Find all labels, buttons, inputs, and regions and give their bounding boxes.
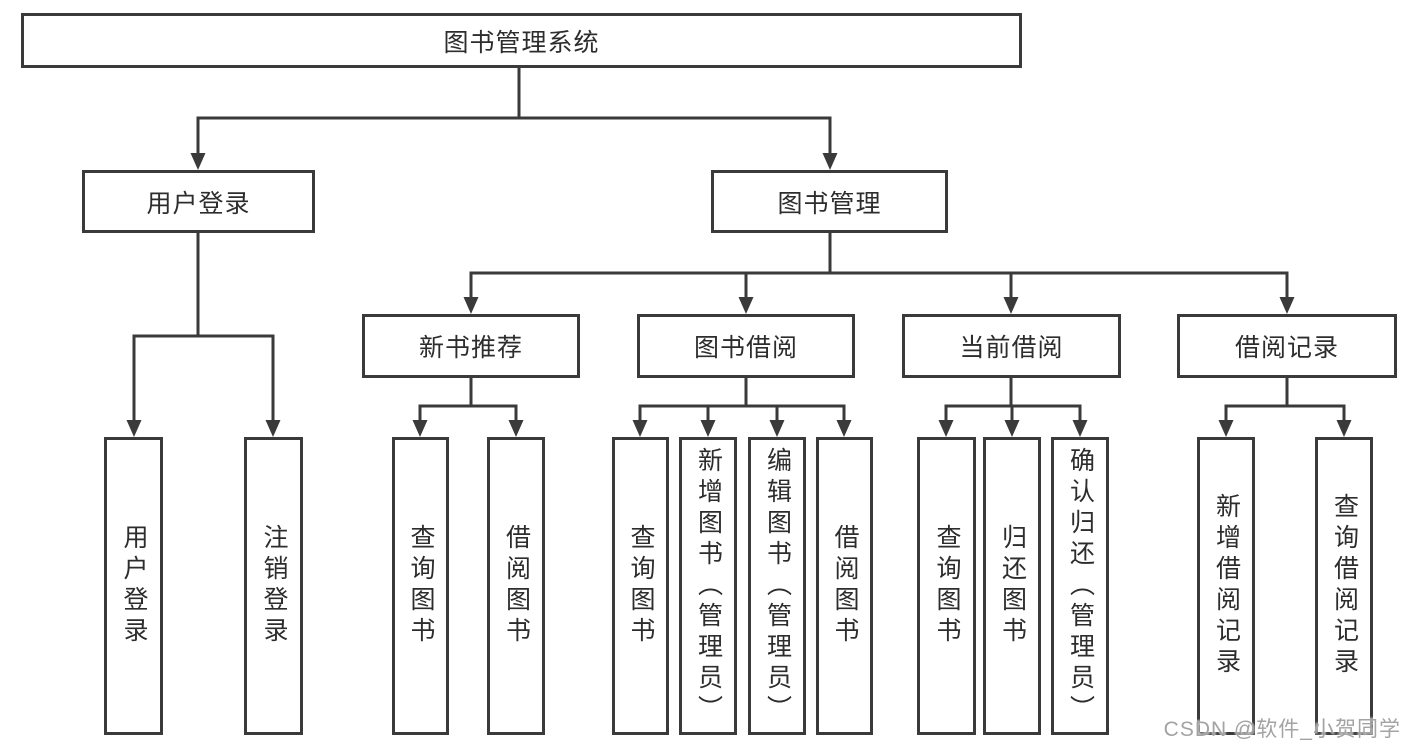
node-borrowing-records: 借阅记录 <box>1177 314 1397 378</box>
leaf-records-query-record: 查询借阅记录 <box>1315 437 1373 735</box>
node-borrowing-records-label: 借阅记录 <box>1234 334 1339 362</box>
node-new-book-recommend: 新书推荐 <box>362 314 580 378</box>
leaf-records-add-record: 新增借阅记录 <box>1197 437 1255 735</box>
leaf-current-return-books: 归还图书 <box>983 437 1041 735</box>
leaf-user-login: 用户登录 <box>104 437 163 735</box>
leaf-user-login-label: 用户登录 <box>120 524 148 648</box>
leaf-records-query-record-label: 查询借阅记录 <box>1330 493 1359 679</box>
node-library-system-label: 图书管理系统 <box>443 28 600 57</box>
leaf-borrowing-query-books: 查询图书 <box>612 437 669 735</box>
node-user-login: 用户登录 <box>82 170 315 233</box>
leaf-current-confirm-return-admin-label: 确认归还（管理员） <box>1066 446 1095 726</box>
node-book-borrowing: 图书借阅 <box>637 314 855 378</box>
leaf-current-query-books-label: 查询图书 <box>933 524 961 648</box>
leaf-borrowing-edit-books-admin-label: 编辑图书（管理员） <box>763 446 792 726</box>
leaf-current-confirm-return-admin: 确认归还（管理员） <box>1051 437 1109 735</box>
leaf-borrowing-edit-books-admin: 编辑图书（管理员） <box>748 437 806 735</box>
leaf-newrec-borrow-books: 借阅图书 <box>487 437 545 735</box>
node-book-management-label: 图书管理 <box>777 189 882 218</box>
leaf-newrec-query-books: 查询图书 <box>392 437 449 735</box>
leaf-borrowing-borrow-books-label: 借阅图书 <box>831 524 859 648</box>
node-book-management: 图书管理 <box>711 170 948 233</box>
node-current-borrowing-label: 当前借阅 <box>959 334 1064 362</box>
node-library-system: 图书管理系统 <box>21 13 1022 68</box>
leaf-borrowing-query-books-label: 查询图书 <box>627 524 655 648</box>
leaf-records-add-record-label: 新增借阅记录 <box>1212 493 1241 679</box>
node-new-book-recommend-label: 新书推荐 <box>418 334 523 362</box>
node-user-login-label: 用户登录 <box>146 189 251 218</box>
leaf-newrec-borrow-books-label: 借阅图书 <box>502 524 531 648</box>
leaf-borrowing-add-books-admin-label: 新增图书（管理员） <box>694 446 723 726</box>
leaf-current-query-books: 查询图书 <box>917 437 976 735</box>
node-current-borrowing: 当前借阅 <box>902 314 1121 378</box>
leaf-current-return-books-label: 归还图书 <box>998 524 1027 648</box>
watermark: CSDN @软件_小贺同学 <box>1163 718 1401 741</box>
leaf-newrec-query-books-label: 查询图书 <box>407 524 435 648</box>
leaf-logout-label: 注销登录 <box>260 524 288 648</box>
leaf-logout: 注销登录 <box>244 437 303 735</box>
leaf-borrowing-borrow-books: 借阅图书 <box>816 437 873 735</box>
node-book-borrowing-label: 图书借阅 <box>693 334 798 362</box>
leaf-borrowing-add-books-admin: 新增图书（管理员） <box>679 437 737 735</box>
